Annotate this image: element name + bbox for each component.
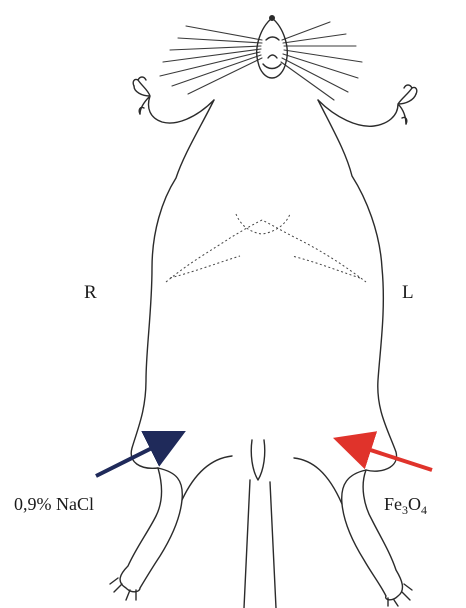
label-left: L (402, 282, 414, 303)
torso-left-side (318, 100, 397, 471)
abdomen-fold (166, 220, 366, 282)
torso-right-side (131, 100, 214, 468)
hindlimb-left (342, 470, 403, 600)
forelimb-right (134, 80, 214, 123)
label-treatment-injection: Fe3O4 (384, 494, 427, 517)
whiskers-right (281, 22, 362, 100)
hindlimb-right (120, 468, 182, 592)
tail (244, 480, 276, 608)
forelimb-left (318, 88, 416, 126)
control-injection-arrow (96, 440, 168, 476)
whiskers-left (160, 26, 262, 94)
label-control-injection: 0,9% NaCl (14, 494, 94, 514)
label-right: R (84, 282, 97, 303)
mouse-outline (110, 15, 417, 608)
